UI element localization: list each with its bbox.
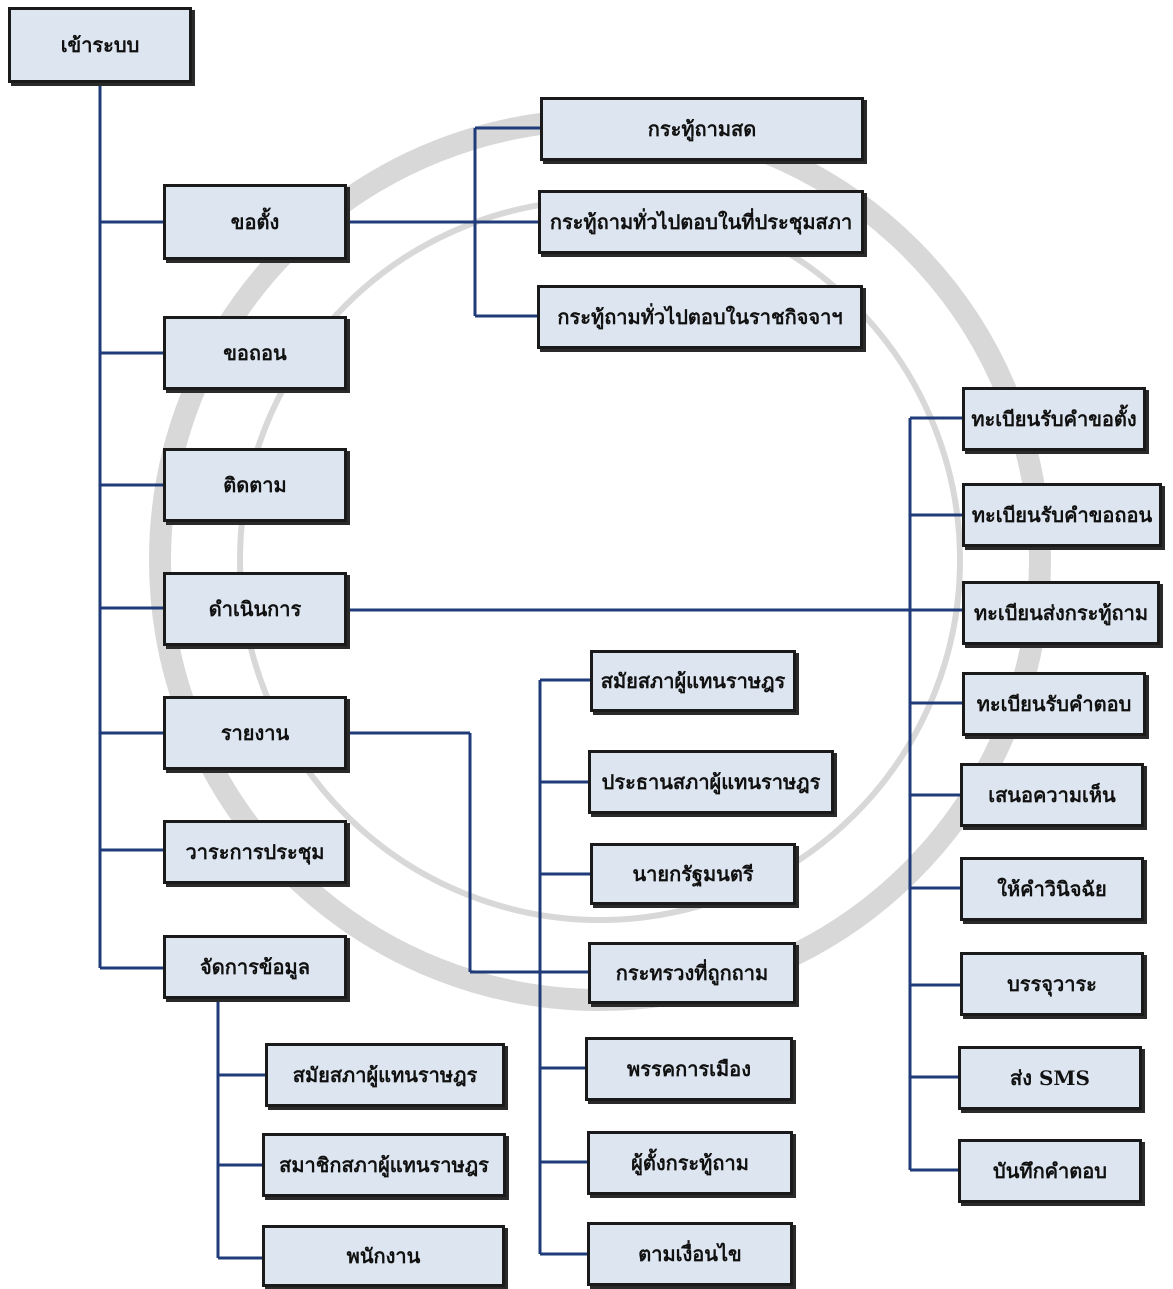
- report-conditions-box: ตามเงื่อนไข: [587, 1222, 793, 1286]
- op-ruling-box: ให้คำวินิจฉัย: [960, 857, 1144, 921]
- question-general-floor-box: กระทู้ถามทั่วไปตอบในที่ประชุมสภา: [538, 190, 864, 254]
- withdraw-box: ขอถอน: [163, 316, 347, 390]
- question-live-box: กระทู้ถามสด: [540, 97, 864, 161]
- op-send-sms-box: ส่ง SMS: [958, 1046, 1142, 1110]
- report-speaker-box: ประธานสภาผู้แทนราษฎร: [588, 750, 834, 814]
- dm-staff-box: พนักงาน: [262, 1225, 505, 1287]
- report-box: รายงาน: [163, 696, 347, 770]
- op-register-answer-box: ทะเบียนรับคำตอบ: [962, 672, 1146, 736]
- agenda-box: วาระการประชุม: [163, 820, 347, 884]
- report-ministry-box: กระทรวงที่ถูกถาม: [588, 942, 796, 1004]
- op-register-withdraw-box: ทะเบียนรับคำขอถอน: [962, 483, 1162, 547]
- track-box: ติดตาม: [163, 448, 347, 522]
- report-house-session-box: สมัยสภาผู้แทนราษฎร: [590, 650, 796, 712]
- submit-box: ขอตั้ง: [163, 184, 347, 260]
- op-opinion-box: เสนอความเห็น: [960, 763, 1144, 827]
- login-box: เข้าระบบ: [8, 7, 192, 83]
- op-record-answer-box: บันทึกคำตอบ: [958, 1139, 1142, 1203]
- dm-house-member-box: สมาชิกสภาผู้แทนราษฎร: [262, 1133, 506, 1197]
- op-agenda-include-box: บรรจุวาระ: [960, 952, 1144, 1016]
- report-prime-minister-box: นายกรัฐมนตรี: [590, 843, 796, 905]
- report-party-box: พรรคการเมือง: [585, 1037, 793, 1101]
- report-questioner-box: ผู้ตั้งกระทู้ถาม: [587, 1131, 793, 1195]
- question-general-gazette-box: กระทู้ถามทั่วไปตอบในราชกิจจาฯ: [537, 285, 863, 349]
- manage-data-box: จัดการข้อมูล: [163, 935, 347, 999]
- dm-house-session-box: สมัยสภาผู้แทนราษฎร: [265, 1043, 505, 1107]
- op-register-submit-box: ทะเบียนรับคำขอตั้ง: [962, 387, 1146, 451]
- operate-box: ดำเนินการ: [163, 572, 347, 646]
- op-register-send-box: ทะเบียนส่งกระทู้ถาม: [962, 581, 1160, 645]
